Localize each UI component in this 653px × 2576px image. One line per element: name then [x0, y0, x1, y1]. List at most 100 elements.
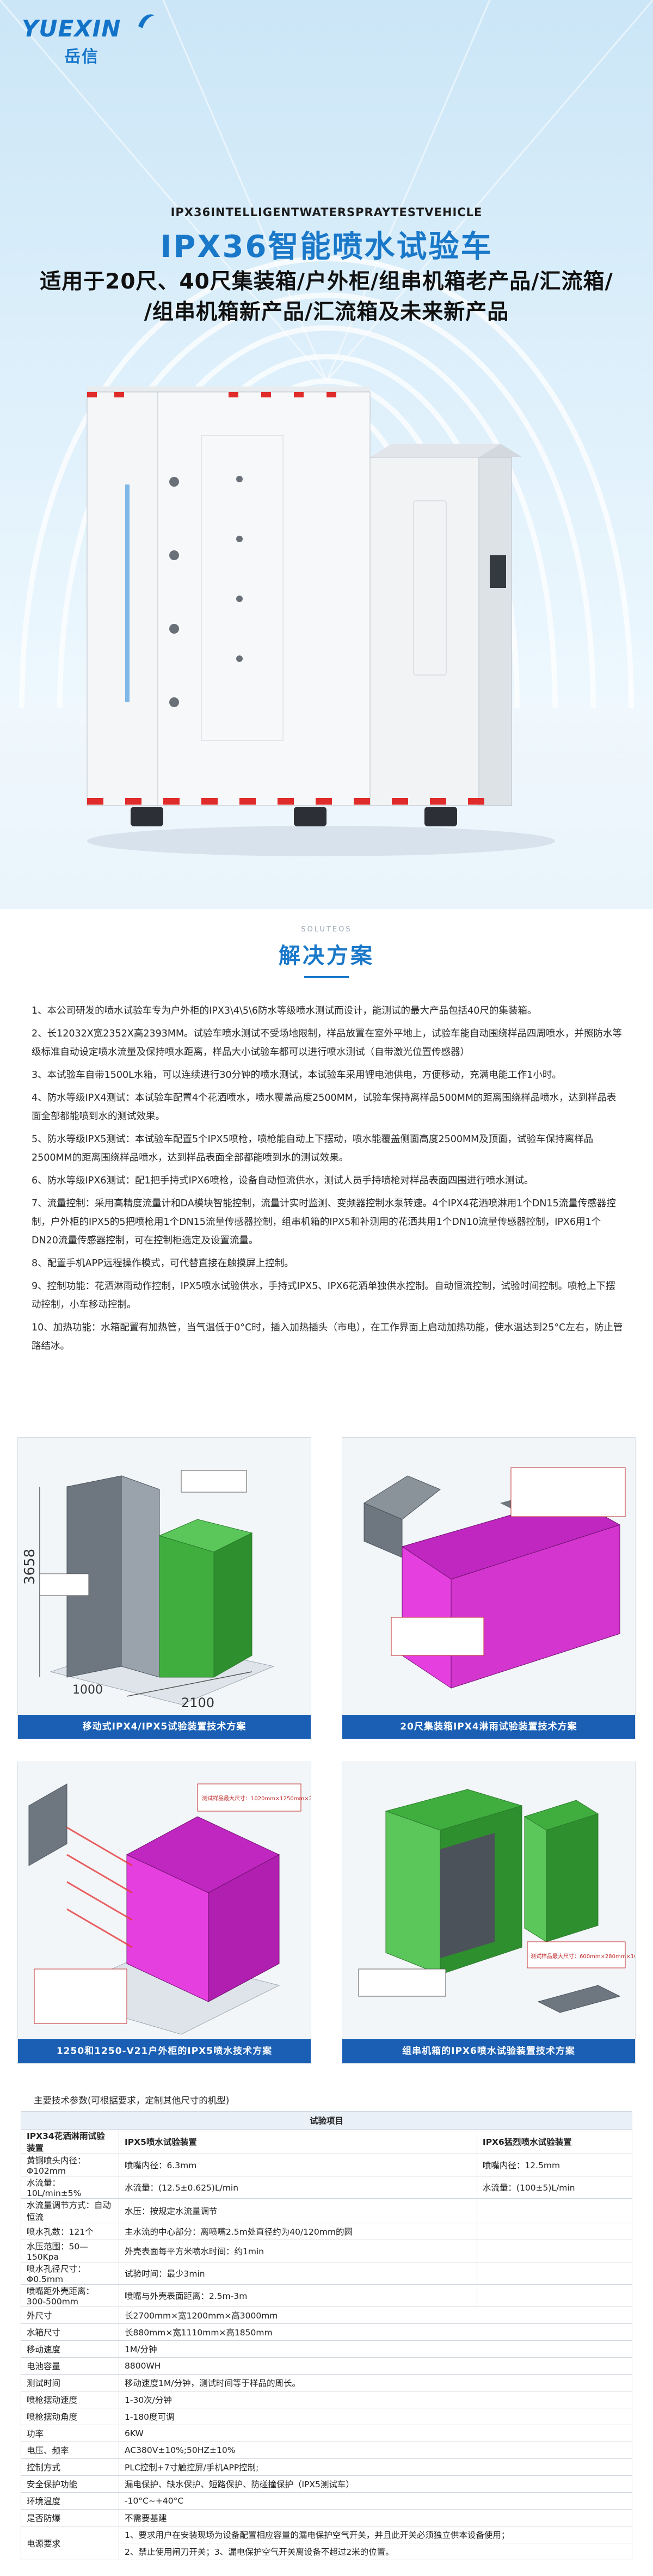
row-value: 移动速度1M/分钟，测试时间等于样品的周长。 [119, 2374, 632, 2391]
diagram-1250-outdoor-ipx5: 测试样品最大尺寸：1020mm×1250mm×2100mm 1250和1250-… [17, 1762, 311, 2064]
spec-col-head: IPX6猛烈喷水试验装置 [476, 2129, 633, 2154]
table-cell [476, 2223, 633, 2240]
table-row: 水压范围：50—150Kpa 外壳表面每平方米喷水时间：约1min [21, 2240, 633, 2262]
table-cell: 水压：按规定水流量调节 [119, 2198, 477, 2223]
dimension-width-label: 2100 [181, 1695, 214, 1710]
brand-cn-name: 岳信 [64, 47, 99, 66]
table-row: 测试时间移动速度1M/分钟，测试时间等于样品的周长。 [21, 2374, 632, 2391]
table-row: 安全保护功能漏电保护、缺水保护、短路保护、防碰撞保护（IPX5测试车） [21, 2475, 632, 2493]
row-value: AC380V±10%;50HZ±10% [119, 2442, 632, 2459]
solution-item: 5、防水等级IPX5测试：本试验车配置5个IPX5喷枪，喷枪能自动上下摆动，喷水… [32, 1134, 594, 1163]
table-cell: 水流量：(12.5±0.625)L/min [119, 2176, 477, 2199]
table-cell: 水压范围：50—150Kpa [21, 2240, 119, 2262]
table-cell: 喷水孔径尺寸：Φ0.5mm [21, 2262, 119, 2285]
spec-col-head: IPX34花洒淋雨试验装置 [21, 2129, 119, 2154]
row-value: 8800WH [119, 2357, 632, 2375]
table-row: 环境温度-10°C~+40°C [21, 2492, 632, 2510]
row-value: -10°C~+40°C [119, 2492, 632, 2510]
row-value: PLC控制+7寸触控屏/手机APP控制; [119, 2458, 632, 2476]
table-row: 水箱尺寸长880mm×宽1110mm×高1850mm [21, 2323, 632, 2341]
diagram-string-box-ipx6: 测试样品最大尺寸：600mm×280mm×1000mm 组串机箱的IPX6喷水试… [342, 1762, 636, 2064]
row-label: 外尺寸 [21, 2307, 119, 2324]
row-label: 安全保护功能 [21, 2475, 119, 2493]
1250-outdoor-ipx5-drawing: 测试样品最大尺寸：1020mm×1250mm×2100mm [18, 1762, 311, 2040]
solution-item: 6、防水等级IPX6测试：配1把手持式IPX6喷枪，设备自动恒流供水，测试人员手… [32, 1175, 534, 1186]
row-label: 是否防爆 [21, 2509, 119, 2526]
table-row: 水流量：10L/min±5% 水流量：(12.5±0.625)L/min 水流量… [21, 2176, 633, 2199]
hero-english-title: IPX36INTELLIGENTWATERSPRAYTESTVEHICLE [170, 206, 483, 219]
table-row: 是否防爆不需要基建 [21, 2509, 632, 2526]
row-label: 电源要求 [21, 2526, 119, 2560]
dimension-height-label: 3658 [22, 1549, 38, 1585]
spec-header: 试验项目 [21, 2111, 632, 2130]
row-label: 移动速度 [21, 2340, 119, 2358]
row-label: 喷枪摆动速度 [21, 2391, 119, 2408]
row-label: 电压、频率 [21, 2442, 119, 2459]
table-cell: 黄铜喷头内径：Φ102mm [21, 2154, 119, 2176]
hero-banner: YUEXIN 岳信 IPX36INTELLIGENTWATERSPRAYTEST… [0, 0, 653, 909]
hero-subtitle-line-2: /组串机箱新产品/汇流箱及未来新产品 [144, 300, 509, 324]
solution-title-underline [304, 976, 349, 978]
spec-col-head: IPX5喷水试验装置 [119, 2129, 477, 2154]
table-cell [476, 2284, 633, 2307]
row-label: 测试时间 [21, 2374, 119, 2391]
diagram-mobile-ipx4-ipx5: 3658 2100 1000 移动式IPX4/IPX5试验装置技术方案 [17, 1437, 311, 1739]
table-row: 喷水孔数：121个 主水流的中心部分：离喷嘴2.5m处直径约为40/120mm的… [21, 2223, 633, 2240]
table-cell: 试验时间：最少3min [119, 2262, 477, 2285]
hero-subtitle-line-1: 适用于20尺、40尺集装箱/户外柜/组串机箱老产品/汇流箱/ [40, 269, 613, 294]
row-value: 长880mm×宽1110mm×高1850mm [119, 2323, 632, 2341]
solution-item: 4、防水等级IPX4测试：本试验车配置4个花洒喷水，喷水覆盖高度2500MM，试… [32, 1093, 617, 1122]
string-box-ipx6-drawing: 测试样品最大尺寸：600mm×280mm×1000mm [342, 1762, 636, 2040]
solution-item: 3、本试验车自带1500L水箱，可以连续进行30分钟的喷水测试，本试验车采用锂电… [32, 1070, 562, 1081]
table-cell [476, 2262, 633, 2285]
solution-english-label: SOLUTEOS [301, 925, 352, 934]
row-value: 6KW [119, 2425, 632, 2442]
hero-title: IPX36智能喷水试验车 [160, 229, 493, 265]
row-value: 漏电保护、缺水保护、短路保护、防碰撞保护（IPX5测试车） [119, 2475, 632, 2493]
solution-item: 2、长12032X宽2352X高2393MM。试验车喷水测试不受场地限制，样品放… [32, 1028, 623, 1058]
table-cell: 喷嘴与外壳表面距离：2.5m-3m [119, 2284, 477, 2307]
diagram-caption: 1250和1250-V21户外柜的IPX5喷水技术方案 [18, 2039, 311, 2063]
sample-size-label: 测试样品最大尺寸：1020mm×1250mm×2100mm [202, 1795, 311, 1802]
table-cell: 水流量：(100±5)L/min [476, 2176, 633, 2199]
20ft-container-ipx4-drawing [342, 1438, 635, 1716]
spec-table: 试验项目 IPX34花洒淋雨试验装置 IPX5喷水试验装置 IPX6猛烈喷水试验… [21, 2111, 633, 2560]
diagram-caption: 移动式IPX4/IPX5试验装置技术方案 [18, 1715, 311, 1739]
solution-item: 8、配置手机APP远程操作模式，可代替直接在触摸屏上控制。 [32, 1258, 294, 1269]
brand-swoosh-icon [138, 14, 155, 28]
row-value: 1M/分钟 [119, 2340, 632, 2358]
brand-name: YUEXIN [22, 15, 121, 42]
row-label: 功率 [21, 2425, 119, 2442]
row-value: 不需要基建 [119, 2509, 632, 2526]
table-cell: 喷嘴内径：6.3mm [119, 2154, 477, 2176]
diagram-caption: 20尺集装箱IPX4淋雨试验装置技术方案 [342, 1715, 635, 1739]
table-cell [476, 2240, 633, 2262]
row-value: 1-180度可调 [119, 2408, 632, 2425]
solution-item: 1、本公司研发的喷水试验车专为户外柜的IPX3\4\5\6防水等级喷水测试而设计… [32, 1005, 537, 1016]
row-label: 喷枪摆动角度 [21, 2408, 119, 2425]
dimension-depth-label: 1000 [72, 1683, 103, 1697]
solution-title: 解决方案 [279, 943, 374, 968]
row-value: 1、要求用户在安装现场为设备配置相应容量的漏电保护空气开关，并且此开关必须独立供… [119, 2526, 632, 2543]
row-label: 环境温度 [21, 2492, 119, 2510]
table-cell: 水流量：10L/min±5% [21, 2176, 119, 2199]
solution-list: 1、本公司研发的喷水试验车专为户外柜的IPX3\4\5\6防水等级喷水测试而设计… [32, 1002, 625, 1360]
row-value: 长2700mm×宽1200mm×高3000mm [119, 2307, 632, 2324]
diagram-caption: 组串机箱的IPX6喷水试验装置技术方案 [342, 2039, 635, 2063]
table-cell: 喷嘴内径：12.5mm [476, 2154, 633, 2176]
table-row: 喷水孔径尺寸：Φ0.5mm 试验时间：最少3min [21, 2262, 633, 2285]
table-row: 黄铜喷头内径：Φ102mm 喷嘴内径：6.3mm 喷嘴内径：12.5mm [21, 2154, 633, 2176]
table-row: 2、禁止使用闸刀开关；3、漏电保护空气开关离设备不超过2米的位置。 [21, 2543, 632, 2560]
row-label: 电池容量 [21, 2357, 119, 2375]
solution-item: 7、流量控制：采用高精度流量计和DA模块智能控制，流量计实时监测、变频器控制水泵… [32, 1198, 616, 1246]
mobile-ipx4-ipx5-drawing: 3658 2100 1000 [18, 1438, 311, 1716]
sample-size-label: 测试样品最大尺寸：600mm×280mm×1000mm [531, 1953, 636, 1960]
row-label: 水箱尺寸 [21, 2323, 119, 2341]
table-row: 喷嘴距外壳距离：300-500mm 喷嘴与外壳表面距离：2.5m-3m [21, 2284, 633, 2307]
